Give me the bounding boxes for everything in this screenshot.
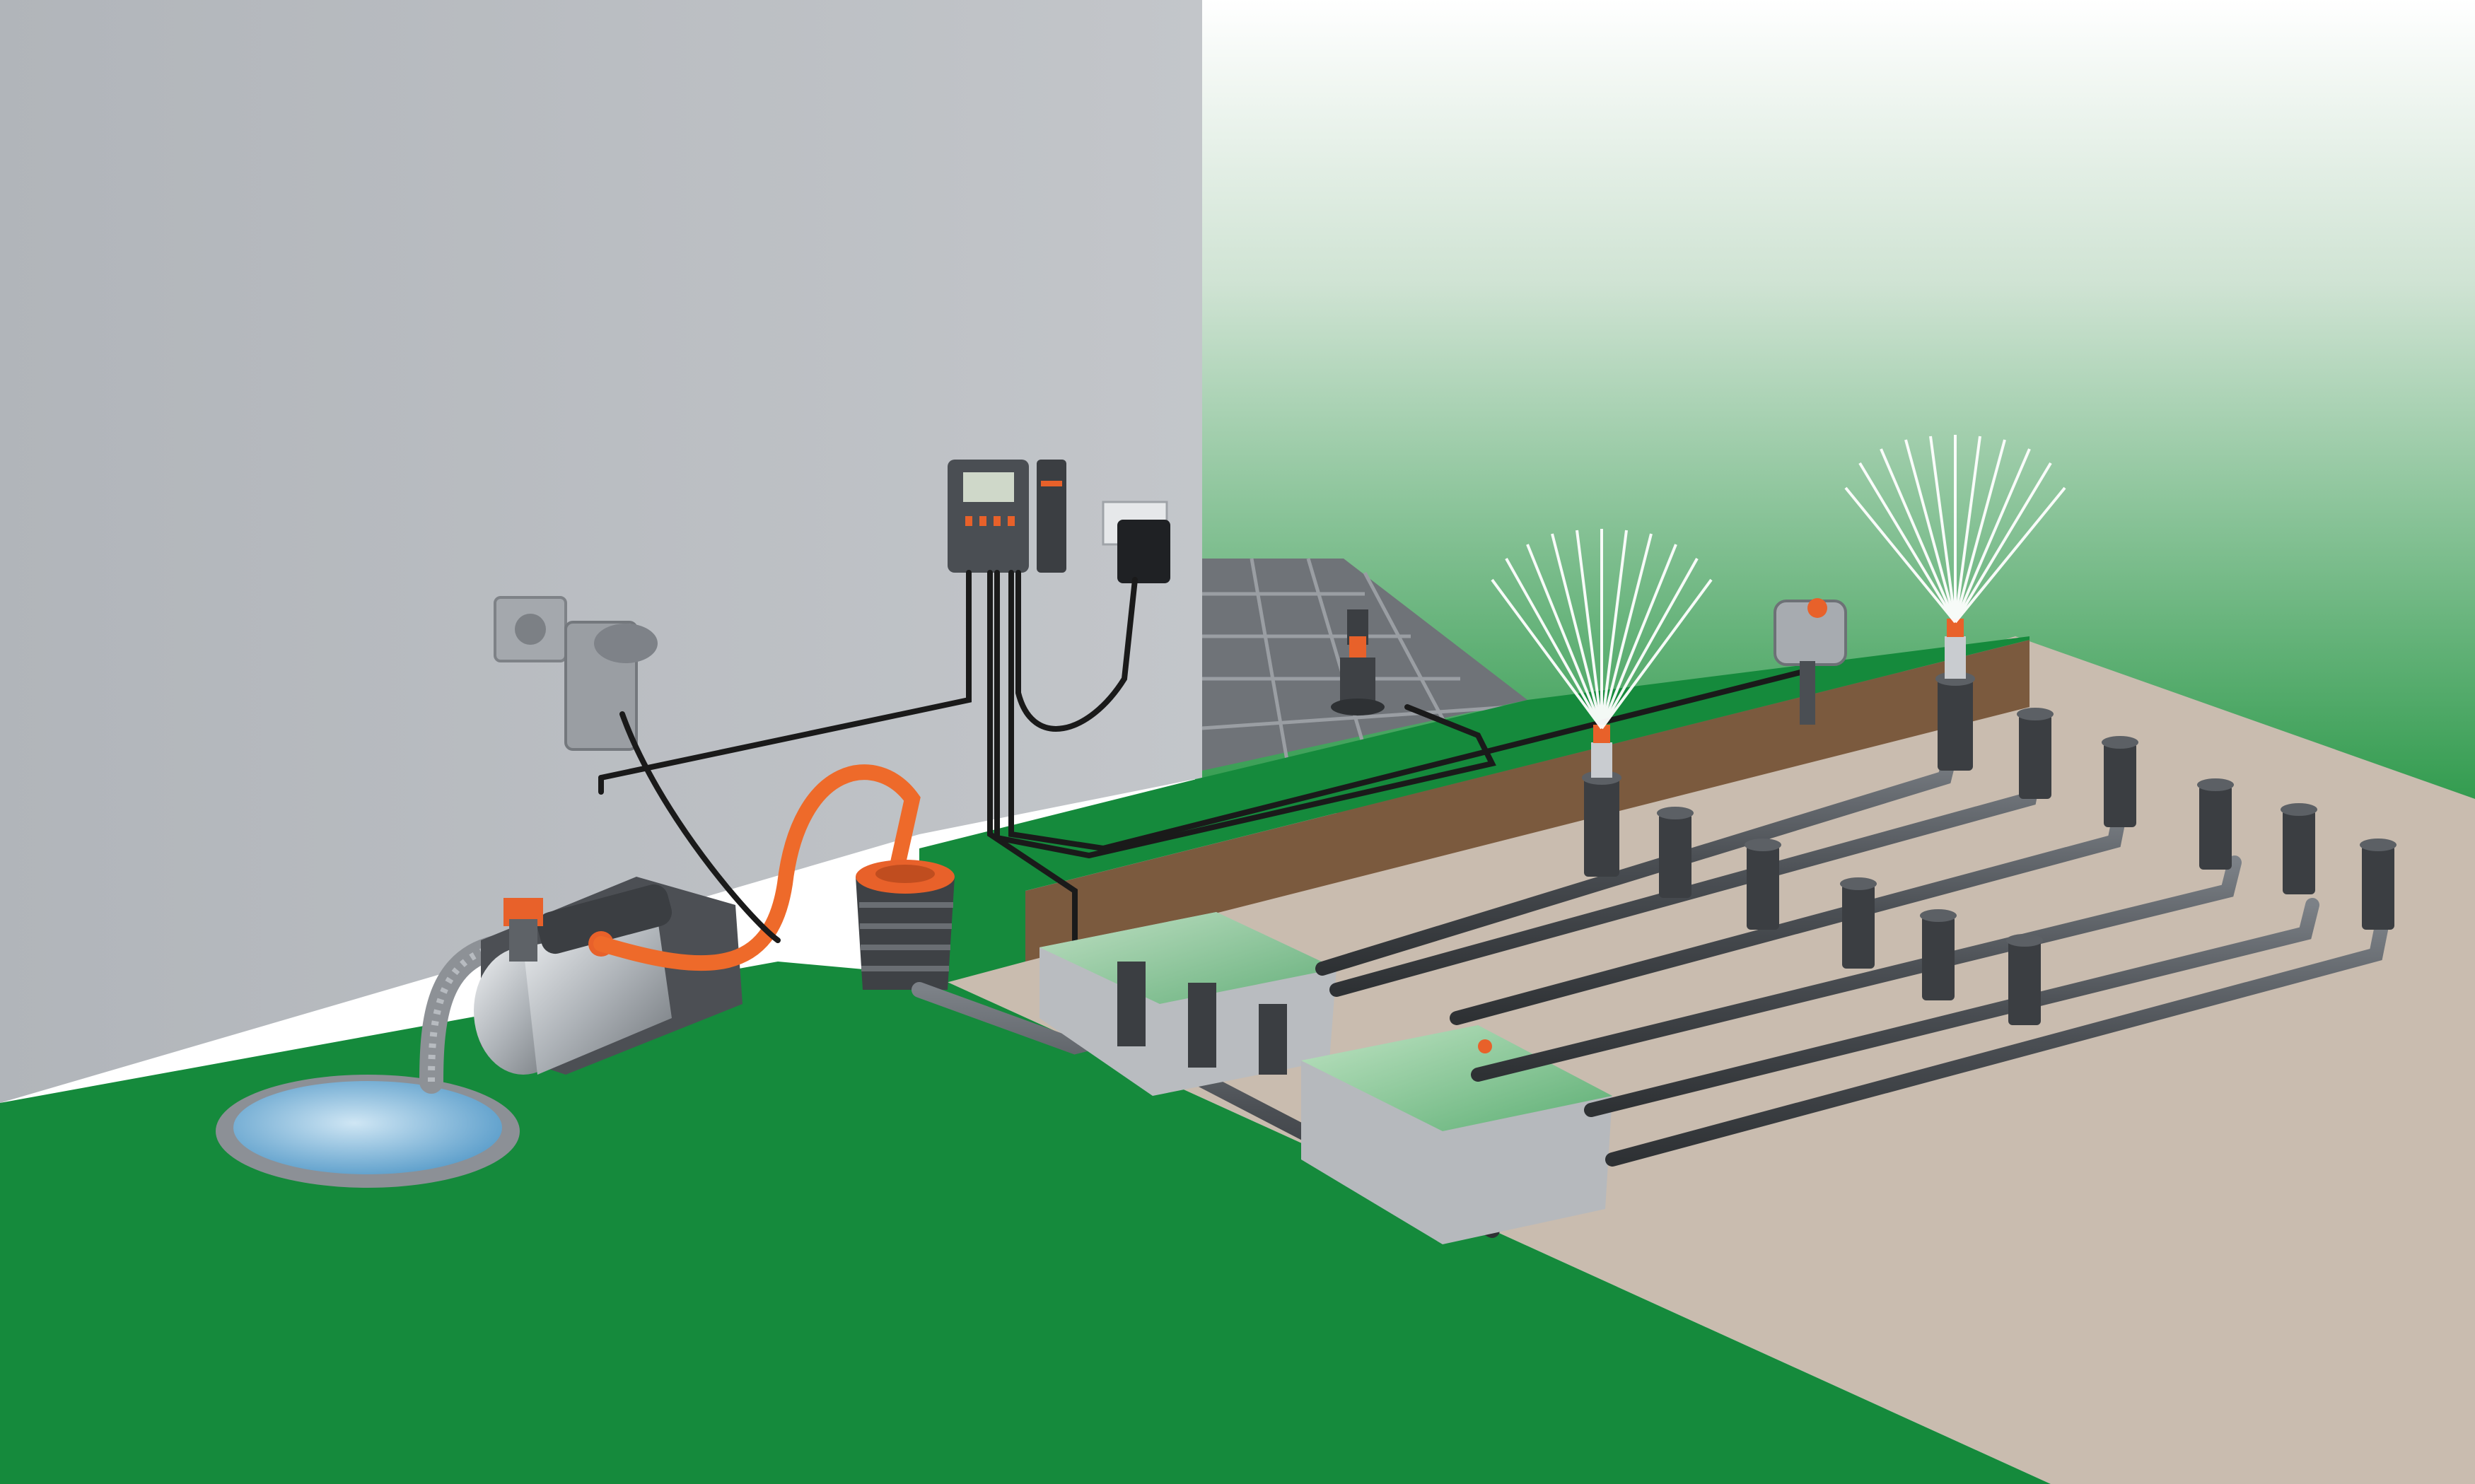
pop-up-sprinkler-icon	[1659, 813, 1691, 898]
power-socket-icon	[515, 614, 546, 645]
pop-up-sprinkler-icon	[2199, 785, 2232, 870]
pop-up-sprinkler-icon	[1842, 884, 1875, 969]
pump-switch-socket	[494, 596, 658, 751]
pop-up-sprinkler-icon	[2019, 714, 2051, 799]
sensor-icon	[1807, 598, 1827, 618]
pop-up-sprinkler-icon	[2362, 845, 2394, 930]
wall-connector	[856, 860, 955, 990]
control-cables	[598, 570, 1813, 957]
power-adapter	[1102, 501, 1170, 583]
lawn-front	[0, 962, 2051, 1484]
pop-up-sprinkler-icon	[1935, 619, 1975, 771]
pop-up-sprinkler-icon	[1922, 916, 1955, 1000]
pop-up-sprinkler-icon	[1582, 725, 1621, 877]
pop-up-sprinkler-icon	[2104, 742, 2136, 827]
pond	[216, 1075, 520, 1188]
valve-box-1	[1040, 912, 1336, 1096]
plug-icon	[1117, 520, 1170, 583]
pop-up-sprinkler-icon	[2008, 940, 2041, 1025]
pop-up-sprinkler-icon	[2283, 810, 2315, 894]
valve-box-2	[1301, 1025, 1612, 1244]
delivery-hose	[593, 764, 921, 971]
pop-up-sprinkler-icon	[1747, 845, 1779, 930]
rain-sensor	[1774, 598, 1847, 725]
pop-up-sprinklers	[1582, 619, 2397, 1025]
distribution-pipes	[1315, 742, 2390, 1167]
spray-fan-right	[1844, 435, 2066, 624]
soil-bank	[1025, 640, 2030, 962]
spray-fan-left	[1491, 529, 1713, 730]
patio-sprinkler	[1331, 609, 1385, 715]
garden-pump	[474, 877, 742, 1075]
lawn-upper	[919, 636, 2030, 990]
irrigation-controller	[948, 460, 1066, 573]
